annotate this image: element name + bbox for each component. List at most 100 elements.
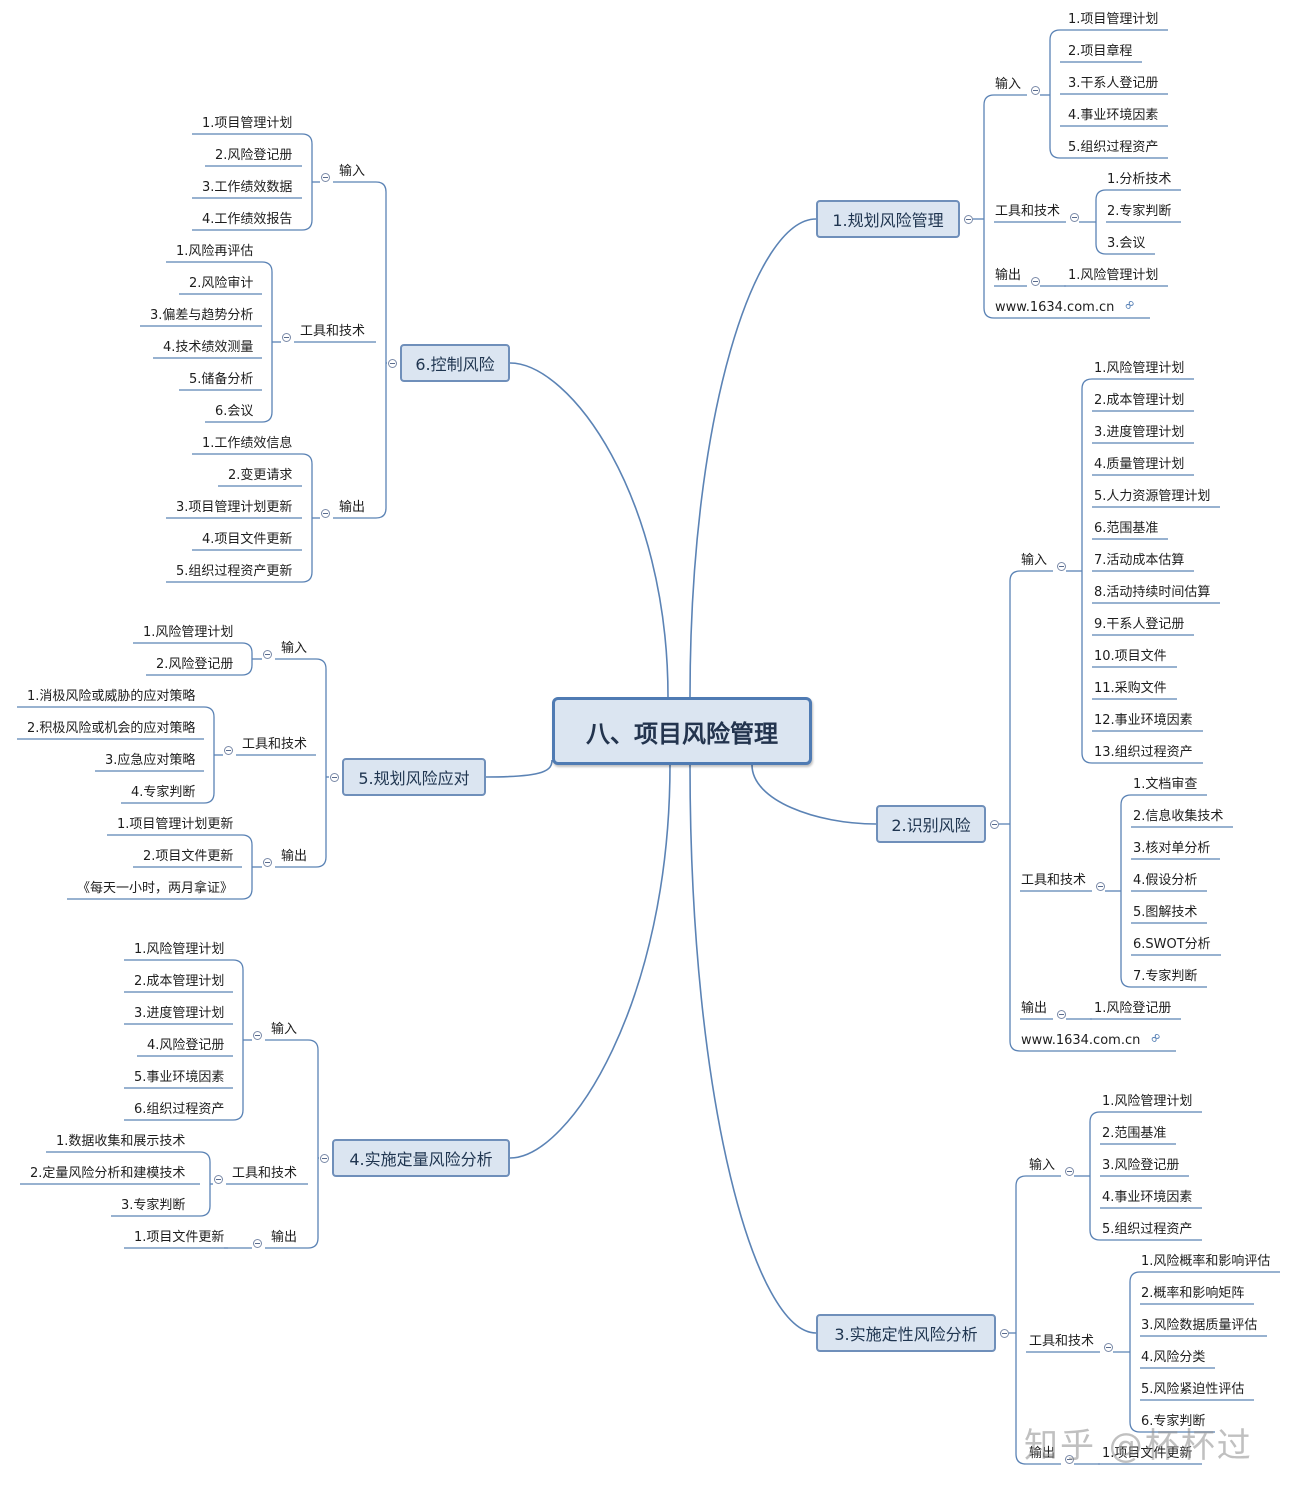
list-item[interactable]: 《每天一小时，两月拿证》 bbox=[77, 881, 234, 896]
group-label[interactable]: 工具和技术 bbox=[242, 737, 308, 752]
collapse-toggle-icon[interactable] bbox=[1030, 85, 1040, 95]
collapse-toggle-icon[interactable] bbox=[252, 1030, 262, 1040]
list-item[interactable]: 5.事业环境因素 bbox=[134, 1070, 225, 1085]
list-item[interactable]: 3.进度管理计划 bbox=[134, 1006, 225, 1021]
collapse-toggle-icon[interactable] bbox=[329, 772, 339, 782]
list-item[interactable]: 5.组织过程资产 bbox=[1068, 140, 1159, 155]
list-item[interactable]: 3.进度管理计划 bbox=[1094, 425, 1185, 440]
list-item[interactable]: 3.风险数据质量评估 bbox=[1141, 1318, 1258, 1333]
group-label[interactable]: 输入 bbox=[995, 77, 1022, 92]
list-item[interactable]: 1.风险再评估 bbox=[176, 244, 254, 259]
collapse-toggle-icon[interactable] bbox=[252, 1238, 262, 1248]
list-item[interactable]: 7.专家判断 bbox=[1133, 969, 1198, 984]
list-item[interactable]: 1.项目管理计划 bbox=[1068, 12, 1159, 27]
group-label[interactable]: 工具和技术 bbox=[995, 204, 1061, 219]
list-item[interactable]: 3.项目管理计划更新 bbox=[176, 500, 293, 515]
collapse-toggle-icon[interactable] bbox=[1064, 1166, 1074, 1176]
list-item[interactable]: 4.质量管理计划 bbox=[1094, 457, 1185, 472]
list-item[interactable]: 2.风险登记册 bbox=[156, 657, 234, 672]
branch-topic-b6[interactable]: 6.控制风险 bbox=[400, 344, 510, 382]
list-item[interactable]: 2.成本管理计划 bbox=[1094, 393, 1185, 408]
branch-topic-b3[interactable]: 3.实施定性风险分析 bbox=[816, 1314, 996, 1352]
branch-topic-b2[interactable]: 2.识别风险 bbox=[876, 805, 986, 843]
collapse-toggle-icon[interactable] bbox=[1064, 1454, 1074, 1464]
collapse-toggle-icon[interactable] bbox=[1056, 561, 1066, 571]
list-item[interactable]: 2.风险登记册 bbox=[215, 148, 293, 163]
list-item[interactable]: 4.风险登记册 bbox=[147, 1038, 225, 1053]
list-item[interactable]: 1.文档审查 bbox=[1133, 777, 1198, 792]
branch-topic-b4[interactable]: 4.实施定量风险分析 bbox=[332, 1139, 510, 1177]
group-label[interactable]: 工具和技术 bbox=[1021, 873, 1087, 888]
branch-topic-b5[interactable]: 5.规划风险应对 bbox=[342, 758, 486, 796]
group-label[interactable]: 输入 bbox=[271, 1022, 298, 1037]
group-label[interactable]: 输入 bbox=[339, 164, 366, 179]
collapse-toggle-icon[interactable] bbox=[281, 332, 291, 342]
list-item[interactable]: 3.会议 bbox=[1107, 236, 1146, 251]
list-item[interactable]: 2.成本管理计划 bbox=[134, 974, 225, 989]
list-item[interactable]: 6.专家判断 bbox=[1141, 1414, 1206, 1429]
list-item[interactable]: 5.组织过程资产 bbox=[1102, 1222, 1193, 1237]
collapse-toggle-icon[interactable] bbox=[1056, 1009, 1066, 1019]
list-item[interactable]: 1.风险管理计划 bbox=[1102, 1094, 1193, 1109]
list-item[interactable]: 1.工作绩效信息 bbox=[202, 436, 293, 451]
list-item[interactable]: 11.采购文件 bbox=[1094, 681, 1167, 696]
collapse-toggle-icon[interactable] bbox=[223, 745, 233, 755]
collapse-toggle-icon[interactable] bbox=[320, 508, 330, 518]
collapse-toggle-icon[interactable] bbox=[213, 1174, 223, 1184]
collapse-toggle-icon[interactable] bbox=[262, 649, 272, 659]
list-item[interactable]: 6.组织过程资产 bbox=[134, 1102, 225, 1117]
link-text[interactable]: www.1634.com.cn bbox=[1021, 1033, 1141, 1048]
link-text[interactable]: www.1634.com.cn bbox=[995, 300, 1115, 315]
list-item[interactable]: 1.分析技术 bbox=[1107, 172, 1172, 187]
list-item[interactable]: 3.风险登记册 bbox=[1102, 1158, 1180, 1173]
group-label[interactable]: 输入 bbox=[1029, 1158, 1056, 1173]
list-item[interactable]: 1.项目文件更新 bbox=[1102, 1446, 1193, 1461]
list-item[interactable]: 1.数据收集和展示技术 bbox=[56, 1134, 186, 1149]
list-item[interactable]: 1.风险管理计划 bbox=[1068, 268, 1159, 283]
list-item[interactable]: 5.人力资源管理计划 bbox=[1094, 489, 1211, 504]
group-label[interactable]: 输出 bbox=[271, 1230, 298, 1245]
group-label[interactable]: 输出 bbox=[1021, 1001, 1048, 1016]
list-item[interactable]: 1.风险管理计划 bbox=[1094, 361, 1185, 376]
collapse-toggle-icon[interactable] bbox=[262, 857, 272, 867]
list-item[interactable]: 1.风险登记册 bbox=[1094, 1001, 1172, 1016]
list-item[interactable]: 3.应急应对策略 bbox=[105, 753, 196, 768]
central-topic[interactable]: 八、项目风险管理 bbox=[552, 697, 812, 765]
group-label[interactable]: 输出 bbox=[1029, 1446, 1056, 1461]
list-item[interactable]: 1.项目管理计划更新 bbox=[117, 817, 234, 832]
list-item[interactable]: 5.储备分析 bbox=[189, 372, 254, 387]
branch-topic-b1[interactable]: 1.规划风险管理 bbox=[816, 200, 960, 238]
collapse-toggle-icon[interactable] bbox=[320, 172, 330, 182]
list-item[interactable]: 4.技术绩效测量 bbox=[163, 340, 254, 355]
list-item[interactable]: 2.项目章程 bbox=[1068, 44, 1133, 59]
list-item[interactable]: 10.项目文件 bbox=[1094, 649, 1167, 664]
list-item[interactable]: 2.专家判断 bbox=[1107, 204, 1172, 219]
list-item[interactable]: 2.概率和影响矩阵 bbox=[1141, 1286, 1245, 1301]
list-item[interactable]: 2.项目文件更新 bbox=[143, 849, 234, 864]
collapse-toggle-icon[interactable] bbox=[1069, 212, 1079, 222]
list-item[interactable]: 3.干系人登记册 bbox=[1068, 76, 1159, 91]
collapse-toggle-icon[interactable] bbox=[989, 819, 999, 829]
list-item[interactable]: 4.专家判断 bbox=[131, 785, 196, 800]
list-item[interactable]: 6.会议 bbox=[215, 404, 254, 419]
list-item[interactable]: 1.项目文件更新 bbox=[134, 1230, 225, 1245]
list-item[interactable]: 1.项目管理计划 bbox=[202, 116, 293, 131]
list-item[interactable]: 6.范围基准 bbox=[1094, 521, 1159, 536]
group-label[interactable]: 工具和技术 bbox=[300, 324, 366, 339]
list-item[interactable]: 4.项目文件更新 bbox=[202, 532, 293, 547]
collapse-toggle-icon[interactable] bbox=[1095, 881, 1105, 891]
list-item[interactable]: 1.风险概率和影响评估 bbox=[1141, 1254, 1271, 1269]
list-item[interactable]: 4.假设分析 bbox=[1133, 873, 1198, 888]
collapse-toggle-icon[interactable] bbox=[999, 1328, 1009, 1338]
list-item[interactable]: 2.风险审计 bbox=[189, 276, 254, 291]
group-label[interactable]: 输出 bbox=[339, 500, 366, 515]
list-item[interactable]: 2.积极风险或机会的应对策略 bbox=[27, 721, 196, 736]
group-label[interactable]: 输出 bbox=[995, 268, 1022, 283]
list-item[interactable]: 3.工作绩效数据 bbox=[202, 180, 293, 195]
collapse-toggle-icon[interactable] bbox=[1030, 276, 1040, 286]
list-item[interactable]: 1.风险管理计划 bbox=[134, 942, 225, 957]
list-item[interactable]: 5.图解技术 bbox=[1133, 905, 1198, 920]
list-item[interactable]: 2.定量风险分析和建模技术 bbox=[30, 1166, 186, 1181]
list-item[interactable]: 13.组织过程资产 bbox=[1094, 745, 1193, 760]
list-item[interactable]: 3.专家判断 bbox=[121, 1198, 186, 1213]
